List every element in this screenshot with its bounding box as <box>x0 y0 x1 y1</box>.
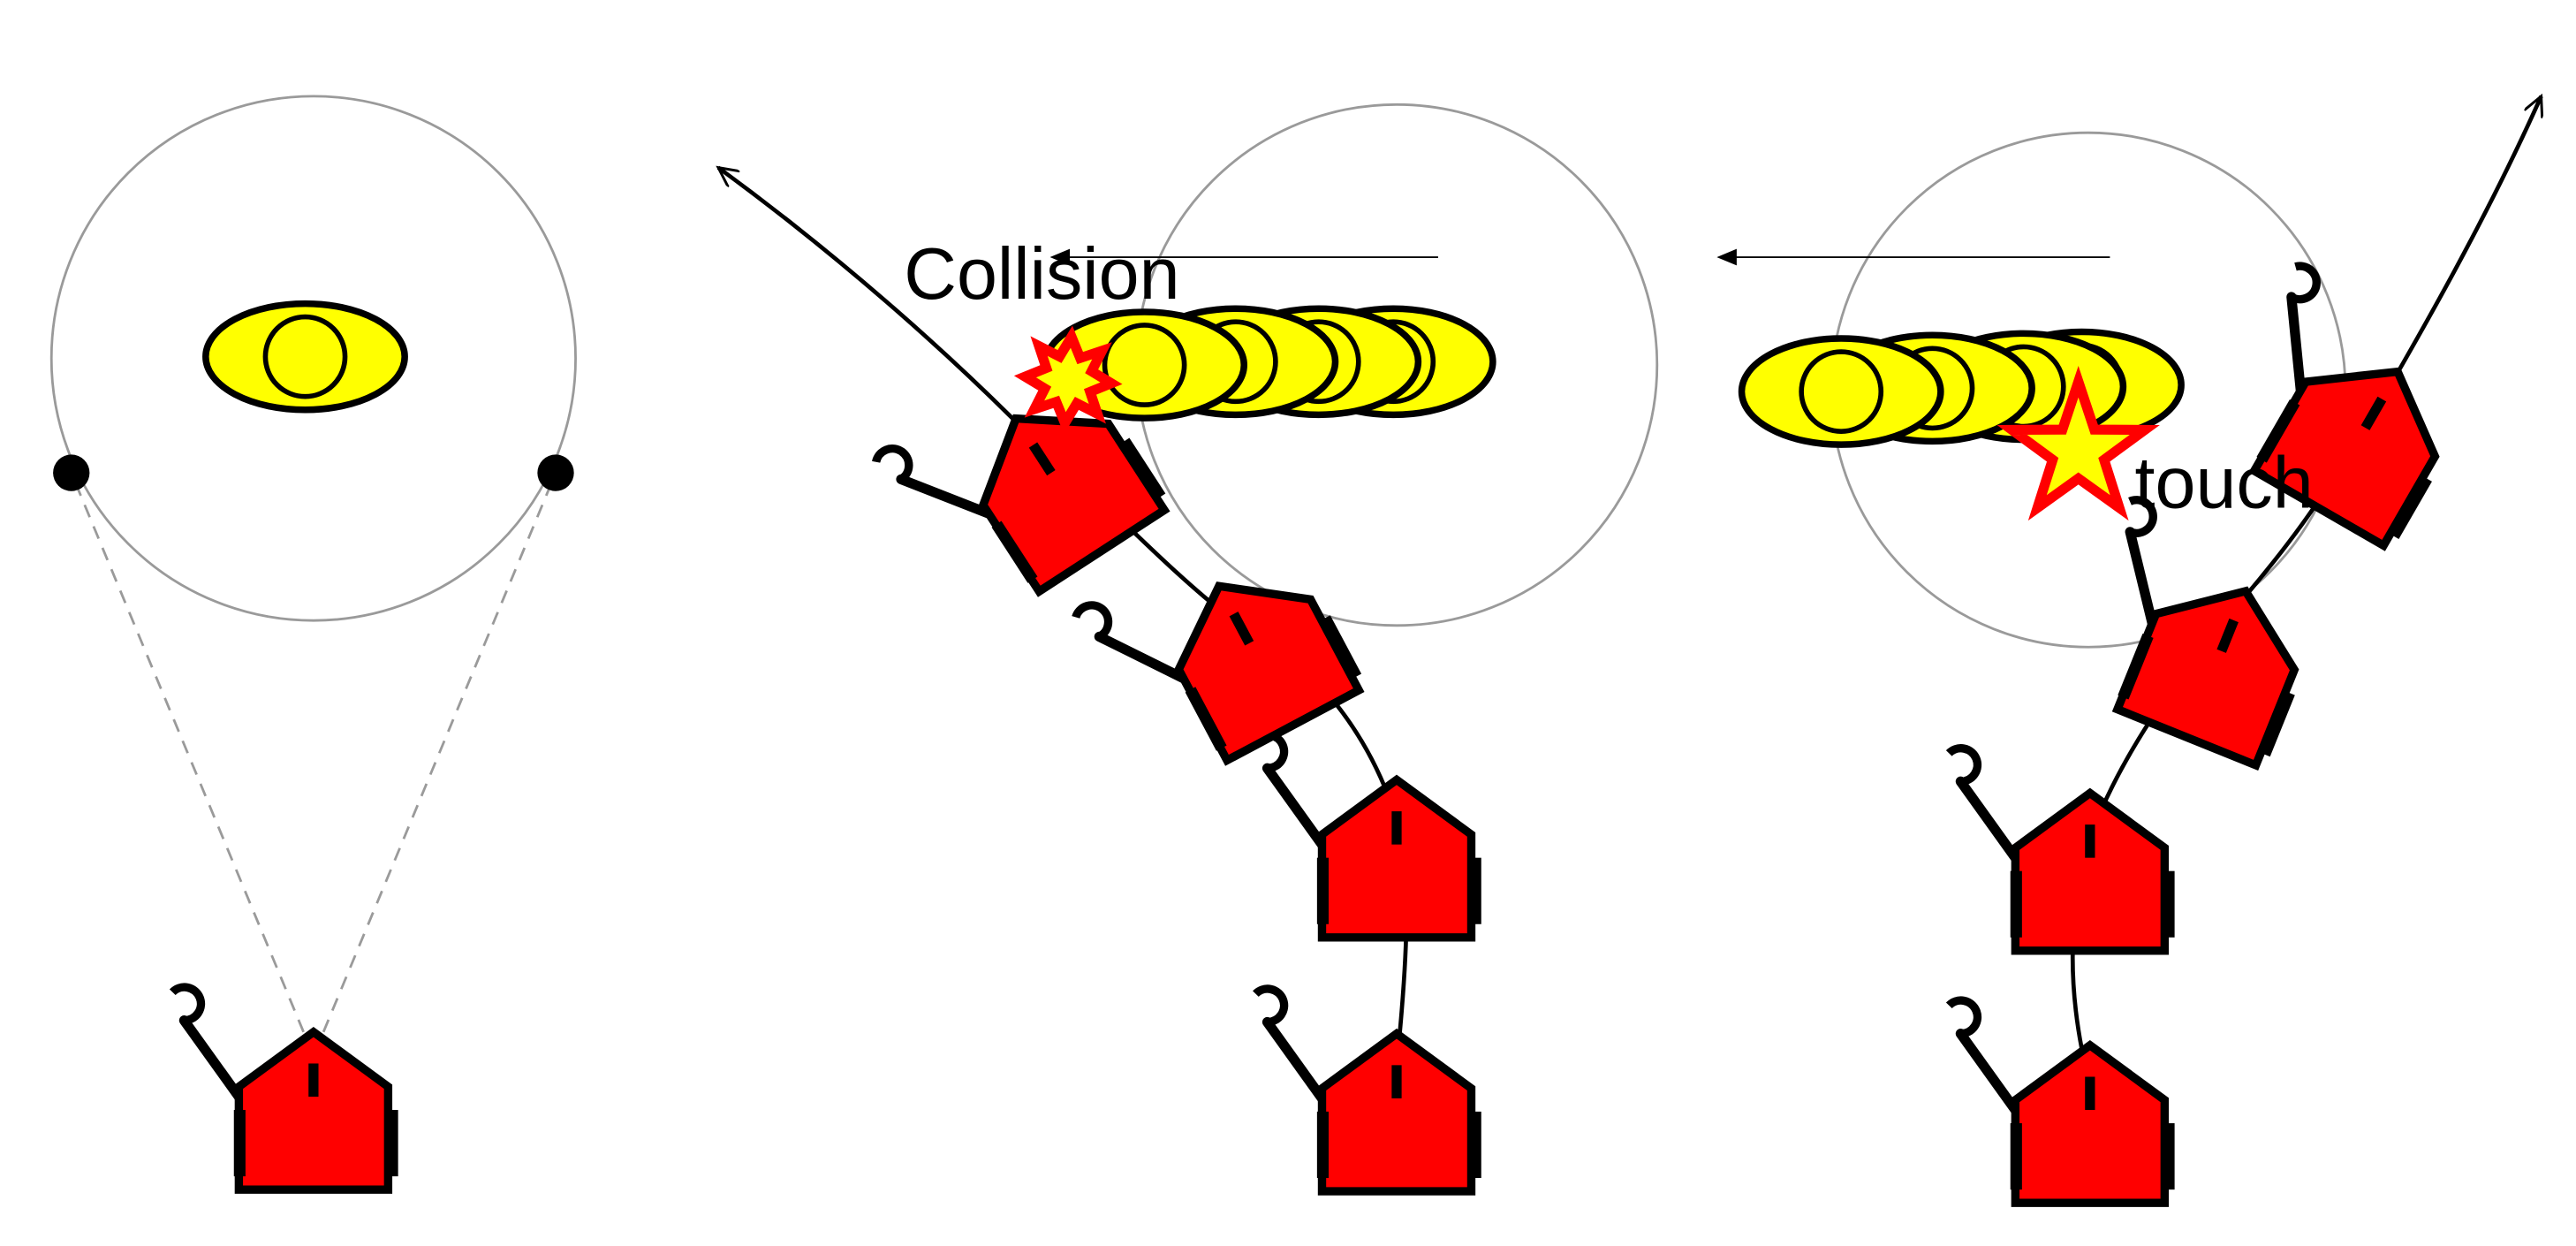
touch-label: touch <box>2135 442 2314 524</box>
collision-burst-icon <box>1013 325 1123 435</box>
robot-icon <box>1073 507 1368 792</box>
robot-icon <box>1949 748 2174 951</box>
robot-icon <box>1255 735 1481 938</box>
collision-label: Collision <box>904 232 1179 315</box>
robot-icon <box>1949 1000 2174 1203</box>
sensor-point-left <box>53 454 90 491</box>
puck-trail-icon <box>1742 338 1941 444</box>
detection-range-circle <box>49 95 577 622</box>
panel-collision: Collision <box>718 103 1659 1191</box>
panel-touch: touch <box>1716 96 2541 1203</box>
puck-icon <box>206 304 405 410</box>
touch-star-icon <box>1996 365 2160 521</box>
robot-icon <box>1255 989 1481 1191</box>
sight-line-left <box>70 472 305 1033</box>
panel-detection <box>49 95 577 1189</box>
robot-icon <box>172 987 398 1189</box>
sight-line-right <box>322 472 557 1033</box>
sensor-point-right <box>537 454 574 491</box>
